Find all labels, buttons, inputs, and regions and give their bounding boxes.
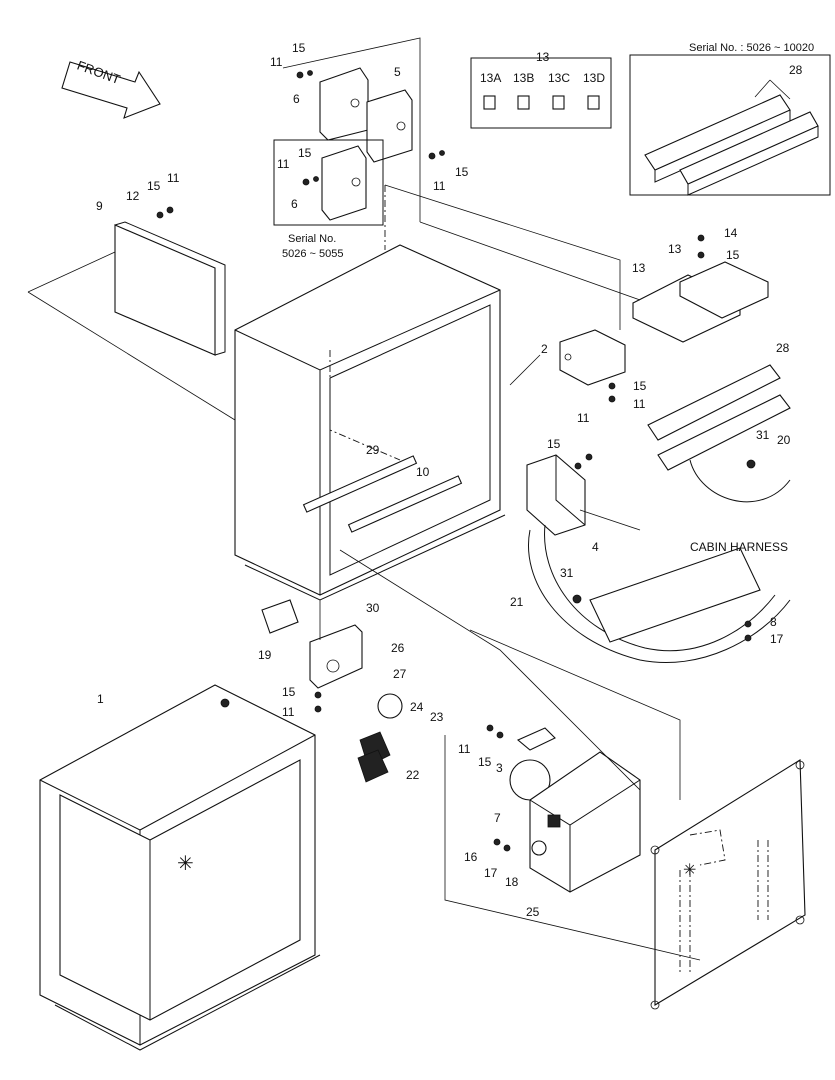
callout-27: 27 xyxy=(393,667,407,681)
front-arrow: FRONT xyxy=(61,58,161,119)
leader-lines xyxy=(319,184,701,961)
callout-17a: 17 xyxy=(770,632,784,646)
callout-5: 5 xyxy=(394,65,401,79)
bracket-assembly: 30 26 27 19 24 23 22 15 11 xyxy=(258,599,444,783)
control-unit-2: 2 15 11 xyxy=(541,329,647,411)
callout-31a: 31 xyxy=(560,566,574,580)
callout-14: 14 xyxy=(724,226,738,240)
control-unit-4: 15 11 4 xyxy=(526,411,599,554)
terminal-strip-10 xyxy=(347,475,463,533)
callout-15g: 15 xyxy=(547,437,561,451)
asterisk-mark: ✳ xyxy=(177,853,194,875)
relay-group-top: 15 11 5 6 11 15 xyxy=(270,37,469,222)
callout-18: 18 xyxy=(505,875,519,889)
callout-30: 30 xyxy=(366,601,380,615)
callout-11f: 11 xyxy=(577,411,590,425)
callout-15h: 15 xyxy=(282,685,296,699)
callout-19: 19 xyxy=(258,648,272,662)
serial-inset-line1: Serial No. xyxy=(288,233,336,245)
callout-21: 21 xyxy=(510,595,524,609)
callout-12: 12 xyxy=(126,189,140,203)
serial-inset-line2: 5026 ~ 5055 xyxy=(282,248,343,260)
callout-11g: 11 xyxy=(282,705,295,719)
terminal-strip-29 xyxy=(302,455,418,513)
callout-15a: 15 xyxy=(292,41,306,55)
callout-6a: 6 xyxy=(293,92,300,106)
fuse-13b-label: 13B xyxy=(513,71,534,85)
serial-top-right-label: Serial No. : 5026 ~ 10020 xyxy=(689,42,814,54)
callout-4: 4 xyxy=(592,540,599,554)
main-box-1: 1 ✳ xyxy=(39,684,321,1051)
callout-9: 9 xyxy=(96,199,103,213)
callout-28: 28 xyxy=(789,63,803,77)
fuse-13d-icon xyxy=(587,95,600,110)
callout-11b: 11 xyxy=(433,179,446,193)
fuse-13d-label: 13D xyxy=(583,71,605,85)
callout-7: 7 xyxy=(494,811,501,825)
callout-16: 16 xyxy=(464,850,478,864)
callout-11e: 11 xyxy=(633,397,646,411)
cabin-harness: CABIN HARNESS 31 31 20 21 8 17 xyxy=(510,428,791,664)
callout-28b: 28 xyxy=(776,341,790,355)
serial-relay-box: Serial No. : 5026 ~ 10020 28 xyxy=(629,42,831,196)
callout-13b: 13 xyxy=(632,261,646,275)
callout-24: 24 xyxy=(410,700,424,714)
callout-11a: 11 xyxy=(270,55,283,69)
callout-15d: 15 xyxy=(147,179,161,193)
callout-23: 23 xyxy=(430,710,444,724)
callout-20: 20 xyxy=(777,433,791,447)
callout-8: 8 xyxy=(770,615,777,629)
fuse-box-assembly: 14 15 13 13 28 xyxy=(632,226,791,471)
fuse-13c-label: 13C xyxy=(548,71,570,85)
callout-2: 2 xyxy=(541,342,548,356)
callout-31b: 31 xyxy=(756,428,770,442)
cover-plate-9: 9 12 15 11 xyxy=(27,171,236,421)
callout-17b: 17 xyxy=(484,866,498,880)
callout-22: 22 xyxy=(406,768,420,782)
panel-plate: ✳ xyxy=(650,759,806,1010)
fuse-13a-label: 13A xyxy=(480,71,501,85)
serial-inset-box: 11 15 6 Serial No. 5026 ~ 5055 xyxy=(273,139,384,260)
cabin-harness-label: CABIN HARNESS xyxy=(690,540,788,554)
callout-15c: 15 xyxy=(298,146,312,160)
fuse-13b-icon xyxy=(517,95,530,110)
callout-6b: 6 xyxy=(291,197,298,211)
fuse-group: 13 13A 13B 13C 13D xyxy=(470,50,612,129)
fuse-13a-icon xyxy=(483,95,496,110)
asterisk-mark-panel: ✳ xyxy=(683,862,696,879)
callout-10: 10 xyxy=(416,465,430,479)
callout-15e: 15 xyxy=(633,379,647,393)
callout-11h: 11 xyxy=(458,742,471,756)
callout-1: 1 xyxy=(97,692,104,706)
callout-15b: 15 xyxy=(455,165,469,179)
callout-11d: 11 xyxy=(167,171,180,185)
fuse-group-label: 13 xyxy=(536,50,550,64)
callout-15f: 15 xyxy=(726,248,740,262)
lower-component-group: 11 15 3 7 16 17 18 25 xyxy=(458,724,641,919)
callout-3: 3 xyxy=(496,761,503,775)
fuse-13c-icon xyxy=(552,95,565,110)
relay-row-lower xyxy=(679,111,819,196)
callout-13a: 13 xyxy=(668,242,682,256)
callout-15i: 15 xyxy=(478,755,492,769)
callout-11c: 11 xyxy=(277,157,290,171)
callout-25: 25 xyxy=(526,905,540,919)
upper-frame-box: 29 10 xyxy=(234,185,506,601)
callout-26: 26 xyxy=(391,641,405,655)
